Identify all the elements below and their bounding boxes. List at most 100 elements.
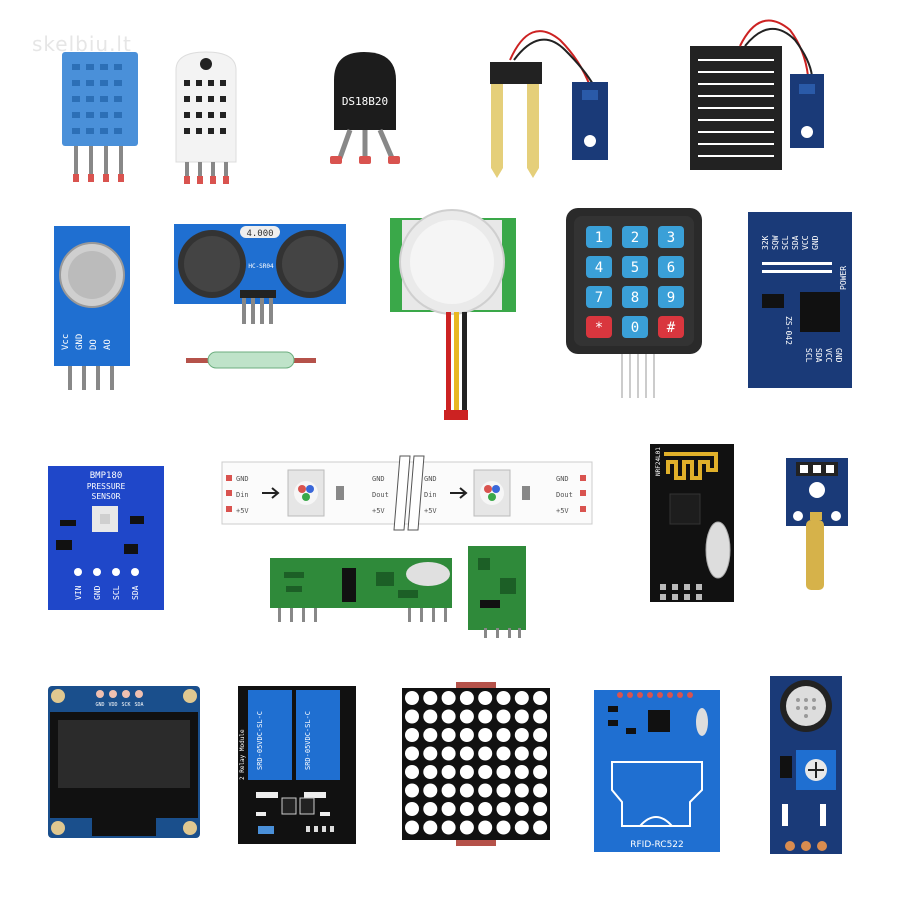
matrix-led (533, 802, 548, 816)
relay-part-2: SRD-05VDC-SL-C (304, 711, 312, 770)
rtc-bottom-pin: SDA (814, 348, 823, 363)
led-strip: GND Din +5V GND Dout +5V GND Din +5V GND… (221, 455, 593, 531)
matrix-led (533, 709, 548, 724)
matrix-led (533, 728, 548, 742)
matrix-led (514, 746, 529, 761)
strip-pad-label: Dout (556, 491, 573, 499)
matrix-led (423, 802, 438, 816)
strip-pad-label: +5V (236, 507, 249, 515)
strip-pad-label: GND (556, 475, 569, 483)
gas-pin-do: DO (89, 339, 99, 350)
matrix-led (405, 820, 419, 835)
matrix-led (514, 802, 529, 816)
matrix-led (441, 691, 456, 705)
matrix-led (459, 728, 474, 742)
matrix-led (459, 802, 474, 816)
rtc-pin-label: SDA (791, 235, 800, 250)
matrix-led (423, 765, 438, 779)
bmp-pin: GND (93, 585, 102, 600)
matrix-led (514, 709, 529, 724)
bmp-sub2: SENSOR (92, 492, 121, 501)
nrf-label: NRF24L01 (655, 447, 662, 476)
matrix-led (459, 691, 474, 705)
matrix-led (514, 691, 529, 705)
dht11-sensor (62, 52, 138, 182)
relay-part-1: SRD-05VDC-SL-C (256, 711, 264, 770)
gas-pin-ao: AO (103, 339, 113, 350)
keypad-key-label: 2 (631, 230, 639, 246)
rtc-pin-label: VCC (801, 235, 810, 250)
rf-transmitter-module (468, 546, 526, 638)
gas-pin-gnd: GND (75, 334, 85, 350)
keypad-key (622, 226, 648, 248)
matrix-led (496, 802, 511, 816)
keypad-key (622, 256, 648, 278)
matrix-led (533, 820, 548, 835)
matrix-led (405, 802, 419, 816)
oled-display: GND VDD SCK SDA (48, 686, 200, 838)
rf-receiver-module (270, 558, 452, 622)
keypad-key-label: 5 (631, 260, 639, 276)
matrix-led (514, 783, 529, 798)
keypad-key-label: 0 (631, 320, 639, 336)
keypad-key (658, 286, 684, 308)
matrix-led (496, 746, 511, 761)
keypad-key (586, 256, 612, 278)
rtc-pin-label: SQW (771, 235, 780, 250)
matrix-led (478, 728, 493, 742)
keypad-key (658, 316, 684, 338)
rfid-label: RFID-RC522 (630, 840, 684, 850)
crystal-label: 4.000 (246, 229, 273, 239)
matrix-led (423, 728, 438, 742)
rtc-bottom-pin: VCC (824, 348, 833, 363)
matrix-led (423, 783, 438, 798)
bmp-sub1: PRESSURE (87, 482, 126, 491)
led-matrix-8x8 (402, 682, 550, 846)
matrix-led (478, 746, 493, 761)
keypad-key-label: 8 (631, 290, 639, 306)
pir-motion-sensor (390, 209, 516, 420)
matrix-led (459, 709, 474, 724)
matrix-led (423, 820, 438, 835)
rfid-rc522-module: RFID-RC522 (594, 690, 720, 852)
matrix-led (441, 783, 456, 798)
sound-sensor-module (770, 676, 842, 854)
matrix-led (423, 691, 438, 705)
matrix-led (405, 691, 419, 705)
matrix-led (533, 765, 548, 779)
matrix-led (459, 746, 474, 761)
matrix-led (441, 709, 456, 724)
keypad-key-label: 1 (595, 230, 603, 246)
oled-pin: SCK (121, 702, 130, 708)
matrix-led (496, 765, 511, 779)
bmp-pin: VIN (74, 585, 83, 600)
rtc-chip-label: ZS-042 (784, 316, 793, 345)
matrix-led (405, 765, 419, 779)
gas-pin-vcc: Vcc (61, 334, 71, 350)
watermark: skelbiu.lt (32, 32, 132, 56)
matrix-led (423, 709, 438, 724)
matrix-led (533, 746, 548, 761)
matrix-led (478, 765, 493, 779)
ds18b20-label: DS18B20 (342, 95, 388, 108)
matrix-led (405, 783, 419, 798)
strip-pad-label: GND (424, 475, 437, 483)
matrix-led (459, 765, 474, 779)
keypad-key (658, 226, 684, 248)
matrix-led (496, 820, 511, 835)
matrix-led (459, 820, 474, 835)
matrix-led (478, 709, 493, 724)
matrix-led (496, 691, 511, 705)
keypad-key-label: * (595, 320, 603, 336)
matrix-led (514, 765, 529, 779)
tilt-sensor-module (786, 458, 848, 590)
matrix-led (441, 728, 456, 742)
matrix-led (478, 802, 493, 816)
matrix-led (514, 728, 529, 742)
matrix-led (423, 746, 438, 761)
matrix-led (441, 765, 456, 779)
matrix-led (533, 691, 548, 705)
matrix-led (441, 746, 456, 761)
